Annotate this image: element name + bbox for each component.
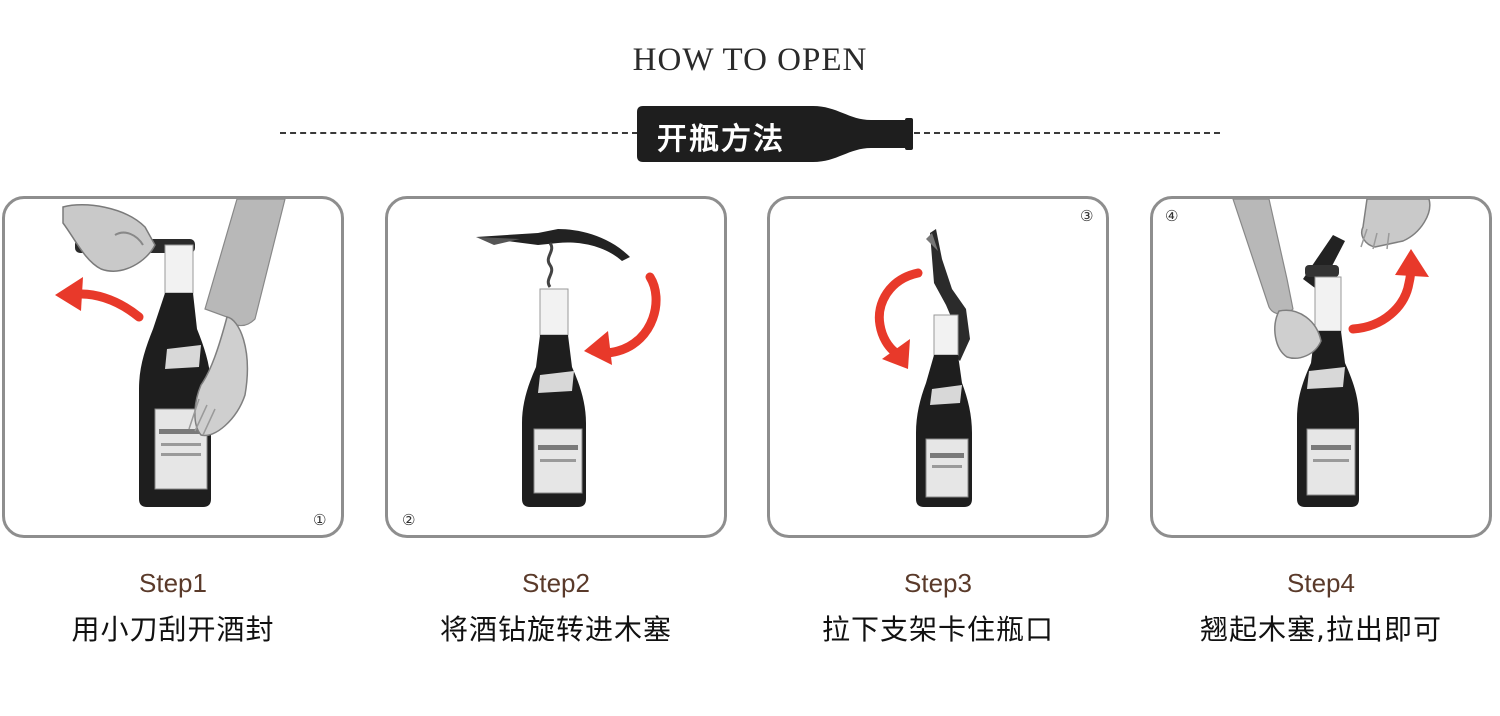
page-title-cn: 开瓶方法 <box>657 122 785 157</box>
step-card-2: ② <box>385 196 727 538</box>
bottle-title-badge: 开瓶方法 <box>635 100 915 168</box>
title-divider: 开瓶方法 <box>280 100 1220 168</box>
step-card-4: ④ <box>1150 196 1492 538</box>
step-title-3: Step3 <box>904 568 972 598</box>
step2-illustration <box>476 229 661 507</box>
step-desc-1: 用小刀刮开酒封 <box>71 613 275 646</box>
step-title-4: Step4 <box>1287 568 1355 598</box>
step-card-3: ③ <box>767 196 1109 538</box>
step-title-2: Step2 <box>522 568 590 598</box>
step-caption-1: Step1 用小刀刮开酒封 <box>2 566 344 648</box>
step4-illustration <box>1232 199 1431 507</box>
step-desc-4: 翘起木塞,拉出即可 <box>1200 613 1442 646</box>
dashed-line-right <box>914 132 1220 134</box>
step-caption-3: Step3 拉下支架卡住瓶口 <box>767 566 1109 648</box>
step3-illustration <box>874 229 972 507</box>
step1-illustration <box>55 199 286 507</box>
page-title-en: HOW TO OPEN <box>632 42 868 78</box>
step-number-2: ② <box>402 511 416 529</box>
step-title-1: Step1 <box>139 568 207 598</box>
step-caption-2: Step2 将酒钻旋转进木塞 <box>385 566 727 648</box>
bottle-shape-icon <box>637 106 913 162</box>
step-caption-4: Step4 翘起木塞,拉出即可 <box>1150 566 1492 648</box>
dashed-line-left <box>280 132 638 134</box>
step-number-4: ④ <box>1165 207 1179 225</box>
step-desc-2: 将酒钻旋转进木塞 <box>439 613 672 646</box>
step-card-1: ① <box>2 196 344 538</box>
step-desc-3: 拉下支架卡住瓶口 <box>821 613 1054 646</box>
step-number-1: ① <box>313 511 327 529</box>
step-number-3: ③ <box>1080 207 1094 225</box>
